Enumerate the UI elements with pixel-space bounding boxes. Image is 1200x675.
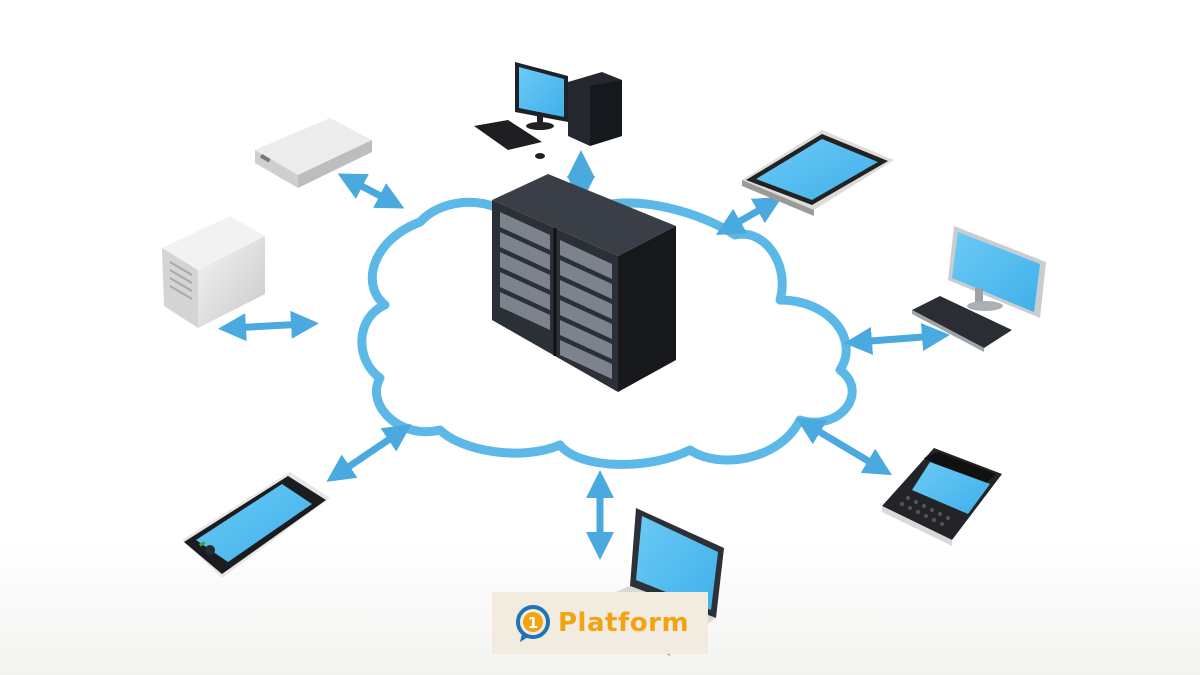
touchscreen-phone-icon bbox=[182, 472, 330, 578]
white-tower-server-icon bbox=[162, 216, 265, 328]
desktop-computer-icon bbox=[474, 62, 622, 159]
logo-badge-number: 1 bbox=[528, 614, 538, 632]
platform-logo: 1 Platform bbox=[492, 592, 708, 654]
arrow-monitor-right bbox=[844, 323, 950, 355]
server-rack-icon bbox=[492, 174, 676, 392]
smartphone-keyboard-icon bbox=[882, 448, 1002, 546]
arrow-touch-phone bbox=[326, 424, 412, 482]
arrow-network-box bbox=[337, 173, 405, 209]
arrow-tablet bbox=[715, 197, 783, 235]
monitor-keyboard-icon bbox=[912, 226, 1046, 352]
tablet-icon bbox=[742, 130, 894, 216]
arrow-smartphone bbox=[795, 417, 893, 476]
network-appliance-icon bbox=[255, 118, 372, 188]
arrow-white-tower bbox=[218, 310, 319, 342]
logo-brand-text: Platform bbox=[558, 608, 690, 638]
logo-badge-icon: 1 bbox=[514, 604, 552, 642]
